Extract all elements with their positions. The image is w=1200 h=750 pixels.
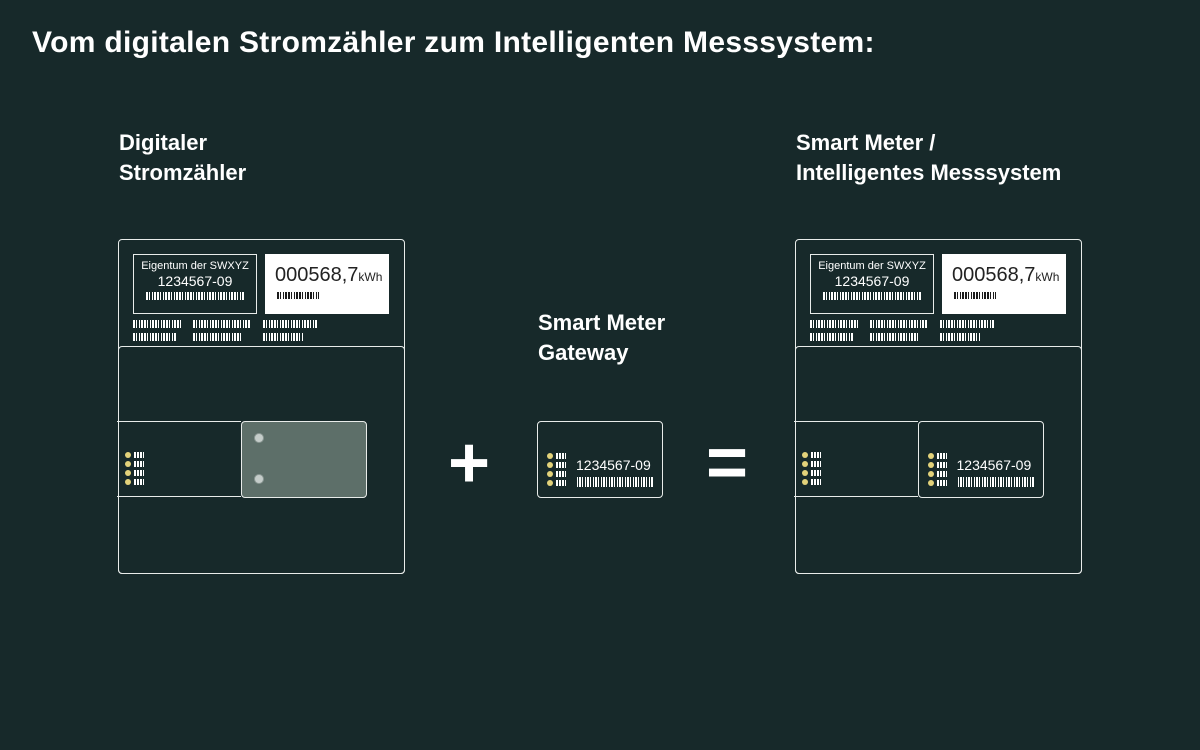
digital-meter-heading-line1: Digitaler: [119, 130, 208, 155]
barcode-icon: [810, 320, 858, 328]
owner-label: Eigentum der SWXYZ: [141, 260, 249, 272]
screw-icon: [253, 433, 264, 443]
barcode-icon: [277, 292, 319, 299]
smart-meter: Eigentum der SWXYZ 1234567-09 000568,7kW…: [794, 239, 1082, 574]
barcode-icon: [870, 333, 918, 341]
gateway-serial: 1234567-09: [576, 457, 651, 473]
smart-meter-heading-line1: Smart Meter /: [796, 130, 936, 155]
plus-icon: +: [448, 423, 491, 503]
barcode-icon: [823, 292, 921, 300]
meter-serial: 1234567-09: [157, 273, 233, 289]
meter-lower-housing: [117, 346, 405, 574]
barcode-icon: [957, 477, 1034, 487]
digital-meter-heading: Digitaler Stromzähler: [119, 128, 246, 188]
smart-meter-heading-line2: Intelligentes Messsystem: [796, 160, 1062, 185]
digital-meter: Eigentum der SWXYZ 1234567-09 000568,7kW…: [117, 239, 405, 574]
equals-icon: =: [706, 423, 749, 503]
page-title: Vom digitalen Stromzähler zum Intelligen…: [32, 26, 875, 59]
meter-serial: 1234567-09: [834, 273, 910, 289]
barcode-icon: [133, 320, 181, 328]
gateway-module: 1234567-09: [537, 421, 663, 498]
barcode-icon: [263, 333, 303, 341]
owner-label: Eigentum der SWXYZ: [818, 260, 926, 272]
meter-reading: 000568,7kWh: [952, 264, 1059, 287]
barcode-icon: [193, 333, 241, 341]
barcode-icon: [940, 320, 994, 328]
owner-plate: Eigentum der SWXYZ 1234567-09: [133, 254, 257, 314]
empty-gateway-slot: [240, 421, 367, 498]
barcode-icon: [954, 292, 996, 299]
barcode-icon: [133, 333, 177, 341]
barcode-icon: [193, 320, 251, 328]
barcode-icon: [810, 333, 854, 341]
meter-reading: 000568,7kWh: [275, 264, 382, 287]
screw-icon: [253, 474, 264, 484]
meter-display: 000568,7kWh: [942, 254, 1066, 314]
gateway-heading-line2: Gateway: [538, 340, 629, 365]
barcode-icon: [577, 477, 653, 487]
barcode-icon: [870, 320, 928, 328]
meter-display: 000568,7kWh: [265, 254, 389, 314]
smart-meter-heading: Smart Meter / Intelligentes Messsystem: [796, 128, 1061, 188]
meter-base-module: [794, 421, 918, 497]
digital-meter-heading-line2: Stromzähler: [119, 160, 247, 185]
barcode-icon: [263, 320, 317, 328]
barcode-icon: [940, 333, 980, 341]
meter-reading-unit: kWh: [1035, 270, 1060, 284]
meter-lower-housing: 1234567-09: [794, 346, 1082, 574]
installed-gateway-module: 1234567-09: [917, 421, 1044, 498]
gateway-heading: Smart Meter Gateway: [538, 308, 665, 368]
meter-reading-value: 000568,7: [275, 264, 359, 286]
gateway-heading-line1: Smart Meter: [538, 310, 666, 335]
meter-reading-value: 000568,7: [952, 264, 1036, 286]
owner-plate: Eigentum der SWXYZ 1234567-09: [810, 254, 934, 314]
meter-reading-unit: kWh: [358, 270, 383, 284]
barcode-icon: [146, 292, 244, 300]
gateway-serial: 1234567-09: [956, 457, 1032, 473]
meter-base-module: [117, 421, 241, 497]
